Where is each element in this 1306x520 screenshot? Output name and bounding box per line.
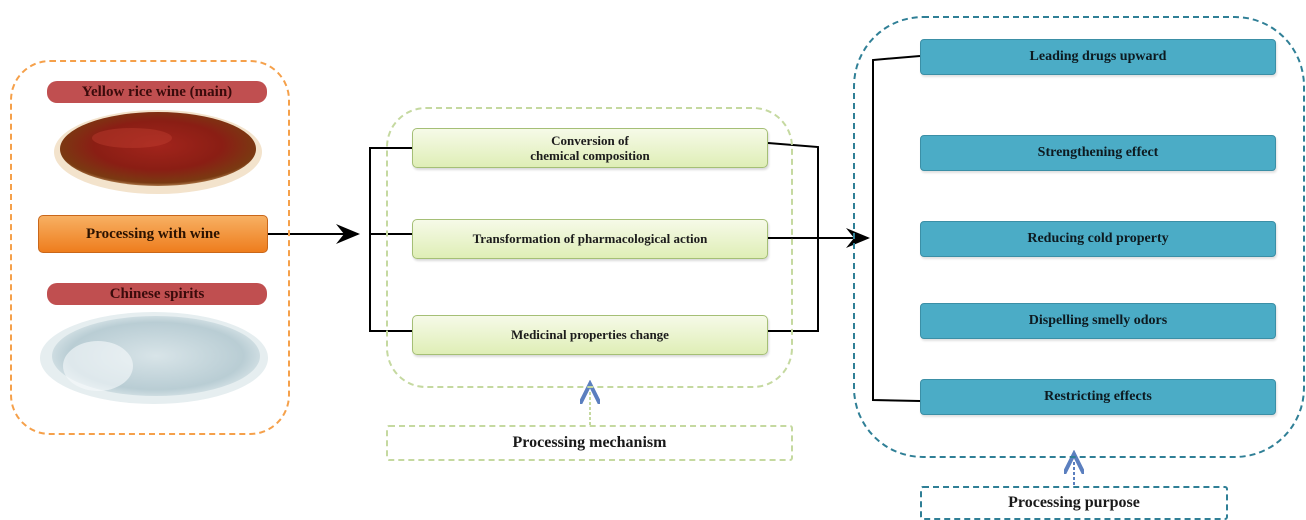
purpose-item-strengthening-effect: Strengthening effect bbox=[920, 135, 1276, 171]
mechanism-caption: Processing mechanism bbox=[386, 425, 793, 461]
purpose-item-reducing-cold-property: Reducing cold property bbox=[920, 221, 1276, 257]
yellow-rice-wine-dish bbox=[52, 108, 264, 196]
purpose-group bbox=[853, 16, 1305, 458]
purpose-item-restricting-effects: Restricting effects bbox=[920, 379, 1276, 415]
chinese-spirits-dish bbox=[38, 306, 270, 406]
yellow-rice-wine-label: Yellow rice wine (main) bbox=[47, 81, 267, 103]
chinese-spirits-label: Chinese spirits bbox=[47, 283, 267, 305]
purpose-caption: Processing purpose bbox=[920, 486, 1228, 520]
purpose-item-leading-drugs-upward: Leading drugs upward bbox=[920, 39, 1276, 75]
left-bracket bbox=[369, 147, 412, 332]
mechanism-group bbox=[386, 107, 793, 388]
mechanism-item-chemical-composition: Conversion of chemical composition bbox=[412, 128, 768, 168]
input-group bbox=[10, 60, 290, 435]
mechanism-item-pharmacological-action: Transformation of pharmacological action bbox=[412, 219, 768, 259]
processing-with-wine-box: Processing with wine bbox=[38, 215, 268, 253]
purpose-item-dispelling-smelly-odors: Dispelling smelly odors bbox=[920, 303, 1276, 339]
mechanism-item-medicinal-properties: Medicinal properties change bbox=[412, 315, 768, 355]
